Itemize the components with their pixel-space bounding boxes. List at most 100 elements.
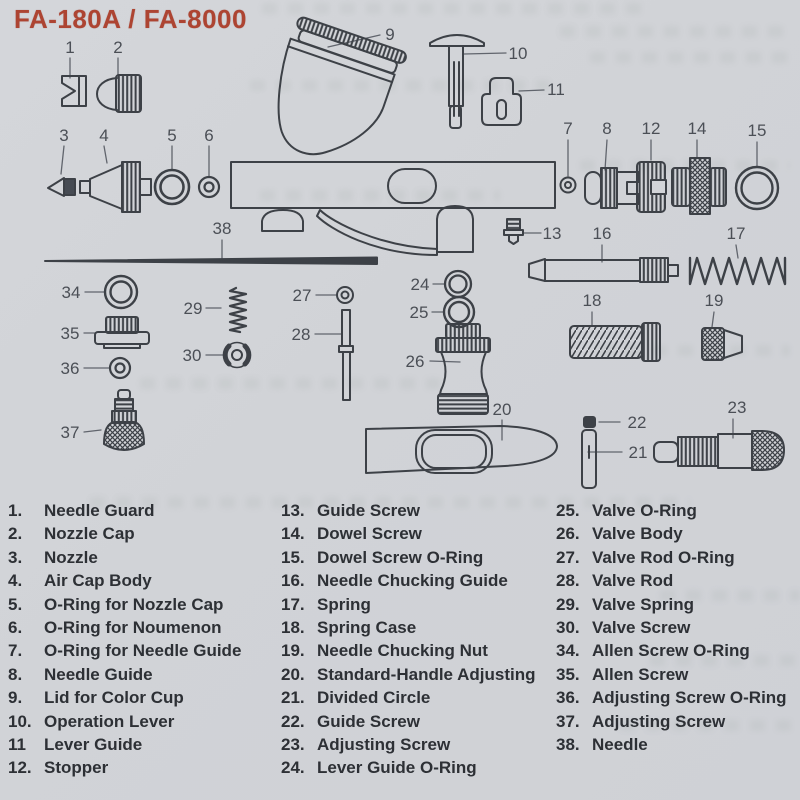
part-adjusting-screw-23 xyxy=(653,430,785,471)
part-valve-oring xyxy=(442,295,476,329)
part-label-6: 6 xyxy=(204,126,213,145)
part-dowel-screw xyxy=(671,157,727,215)
part-allen-screw-oring xyxy=(103,274,139,310)
parts-list-item: 22.Guide Screw xyxy=(281,711,420,731)
part-label-20: 20 xyxy=(493,400,512,419)
part-label-21: 21 xyxy=(629,443,648,462)
part-label-17: 17 xyxy=(727,224,746,243)
part-label-7: 7 xyxy=(563,119,572,138)
part-stopper xyxy=(636,161,667,213)
parts-list-item: 16.Needle Chucking Guide xyxy=(281,571,508,591)
airbrush-exploded-diagram: 1 2 3 4 5 6 9 10 11 7 8 12 14 15 13 16 1… xyxy=(44,16,787,489)
parts-list-item: 2.Nozzle Cap xyxy=(8,524,135,544)
part-standard-handle xyxy=(365,425,558,474)
parts-list-item: 10.Operation Lever xyxy=(8,711,175,731)
parts-list-item: 17.Spring xyxy=(281,594,371,614)
parts-list-item: 30.Valve Screw xyxy=(556,617,691,637)
parts-list-item: 25.Valve O-Ring xyxy=(556,501,697,520)
part-needle-guide xyxy=(584,167,640,209)
color-cup xyxy=(277,37,396,156)
part-label-16: 16 xyxy=(593,224,612,243)
part-oring-noumenon xyxy=(197,175,221,199)
parts-list-item: 34.Allen Screw O-Ring xyxy=(556,641,750,661)
part-adjusting-screw-oring xyxy=(108,356,132,380)
part-label-30: 30 xyxy=(183,346,202,365)
part-label-2: 2 xyxy=(113,38,122,57)
part-adjusting-screw-37 xyxy=(103,389,145,451)
part-needle-38 xyxy=(44,256,378,265)
parts-list-item: 4.Air Cap Body xyxy=(8,571,152,591)
part-label-1: 1 xyxy=(65,38,74,57)
part-label-19: 19 xyxy=(705,291,724,310)
parts-list-column-3: 25.Valve O-Ring 26.Valve Body 27.Valve Rod… xyxy=(556,501,798,758)
part-label-23: 23 xyxy=(728,398,747,417)
part-label-26: 26 xyxy=(406,352,425,371)
parts-list-item: 23.Adjusting Screw xyxy=(281,734,451,754)
part-label-36: 36 xyxy=(61,359,80,378)
part-valve-body xyxy=(435,323,491,415)
part-lever-guide xyxy=(481,77,522,126)
part-valve-rod xyxy=(338,309,354,401)
leader-lines xyxy=(60,34,758,453)
part-guide-screw-22 xyxy=(583,416,596,428)
part-oring-needle-guide xyxy=(559,176,577,194)
parts-list-item: 12.Stopper xyxy=(8,758,109,778)
part-label-29: 29 xyxy=(184,299,203,318)
part-allen-screw xyxy=(94,316,150,349)
part-valve-screw xyxy=(222,341,252,369)
parts-list-item: 19.Needle Chucking Nut xyxy=(281,641,488,661)
part-label-14: 14 xyxy=(688,119,707,138)
parts-list: 1.Needle Guard 2.Nozzle Cap 3.Nozzle 4.Air … xyxy=(0,501,800,800)
part-label-12: 12 xyxy=(642,119,661,138)
part-guide-screw xyxy=(503,218,524,245)
part-air-cap-body xyxy=(79,161,152,213)
part-label-13: 13 xyxy=(543,224,562,243)
part-label-3: 3 xyxy=(59,126,68,145)
part-label-35: 35 xyxy=(61,324,80,343)
part-spring xyxy=(688,256,787,286)
parts-list-item: 15.Dowel Screw O-Ring xyxy=(281,547,484,567)
part-label-22: 22 xyxy=(628,413,647,432)
part-label-34: 34 xyxy=(62,283,81,302)
part-label-38: 38 xyxy=(213,219,232,238)
part-needle-guard xyxy=(61,75,87,107)
part-label-25: 25 xyxy=(410,303,429,322)
parts-list-item: 1.Needle Guard xyxy=(8,501,155,520)
part-lid-for-color-cup xyxy=(296,16,407,74)
parts-list-item: 24.Lever Guide O-Ring xyxy=(281,758,477,778)
parts-list-item: 13.Guide Screw xyxy=(281,501,420,520)
parts-list-item: 37.Adjusting Screw xyxy=(556,711,726,731)
part-label-5: 5 xyxy=(167,126,176,145)
airbrush-body xyxy=(230,161,556,256)
parts-list-item: 26.Valve Body xyxy=(556,524,683,544)
part-valve-rod-oring xyxy=(336,286,354,304)
part-needle-chucking-nut xyxy=(701,327,743,361)
parts-list-item: 29.Valve Spring xyxy=(556,594,695,614)
part-label-10: 10 xyxy=(509,44,528,63)
parts-list-item: 5.O-Ring for Nozzle Cap xyxy=(8,594,224,614)
part-label-24: 24 xyxy=(411,275,430,294)
parts-list-item: 8.Needle Guide xyxy=(8,664,153,684)
part-label-18: 18 xyxy=(583,291,602,310)
parts-list-item: 18.Spring Case xyxy=(281,617,417,637)
parts-list-item: 27.Valve Rod O-Ring xyxy=(556,547,735,567)
page-title: FA-180A / FA-8000 xyxy=(14,4,247,34)
parts-list-item: 20.Standard-Handle Adjusting xyxy=(281,664,536,684)
parts-list-item: 6.O-Ring for Noumenon xyxy=(8,617,222,637)
part-nozzle-cap xyxy=(96,74,142,113)
part-label-8: 8 xyxy=(602,119,611,138)
part-divided-circle xyxy=(581,429,597,489)
parts-list-item: 28.Valve Rod xyxy=(556,571,674,591)
parts-list-item: 36.Adjusting Screw O-Ring xyxy=(556,688,787,708)
parts-list-item: 38.Needle xyxy=(556,734,648,754)
parts-list-item: 21.Divided Circle xyxy=(281,688,431,708)
parts-list-item: 14.Dowel Screw xyxy=(281,524,422,544)
part-label-27: 27 xyxy=(293,286,312,305)
parts-list-item: 35.Allen Screw xyxy=(556,664,689,684)
parts-list-item: 3.Nozzle xyxy=(8,547,98,567)
parts-list-column-2: 13.Guide Screw 14.Dowel Screw 15.Dowel Scr… xyxy=(281,501,551,782)
part-spring-case xyxy=(569,322,661,362)
part-operation-lever xyxy=(429,34,485,129)
